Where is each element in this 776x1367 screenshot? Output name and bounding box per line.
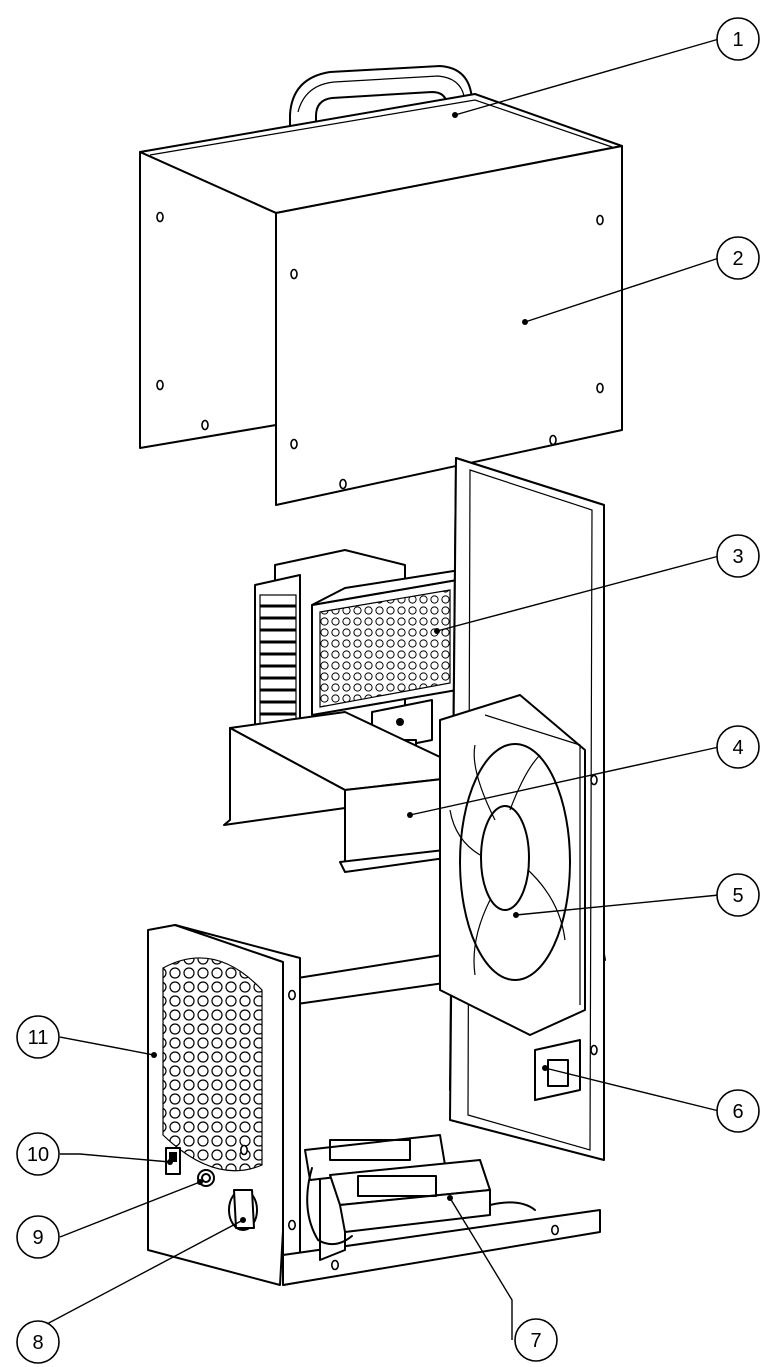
callout-label: 11 [28,1027,49,1049]
callout-8: 8 [16,1320,60,1364]
callout-label: 1 [732,29,743,51]
callout-3: 3 [716,534,760,578]
leader-lines [44,38,720,1340]
callout-label: 4 [732,737,743,759]
callout-label: 3 [732,546,743,568]
callout-label: 8 [32,1332,43,1354]
callout-1: 1 [716,17,760,61]
callout-5: 5 [716,873,760,917]
callout-label: 10 [27,1144,49,1166]
callout-6: 6 [716,1089,760,1133]
callout-10: 10 [16,1132,60,1176]
callout-label: 9 [32,1227,43,1249]
callout-2: 2 [716,236,760,280]
callout-9: 9 [16,1215,60,1259]
callout-label: 6 [732,1101,743,1123]
callout-7: 7 [514,1318,558,1362]
callout-4: 4 [716,725,760,769]
callout-label: 2 [732,248,743,270]
cover-part [139,93,623,506]
callout-11: 11 [16,1015,60,1059]
callout-label: 5 [732,885,743,907]
callout-label: 7 [530,1330,541,1352]
base-assembly [147,457,606,1286]
